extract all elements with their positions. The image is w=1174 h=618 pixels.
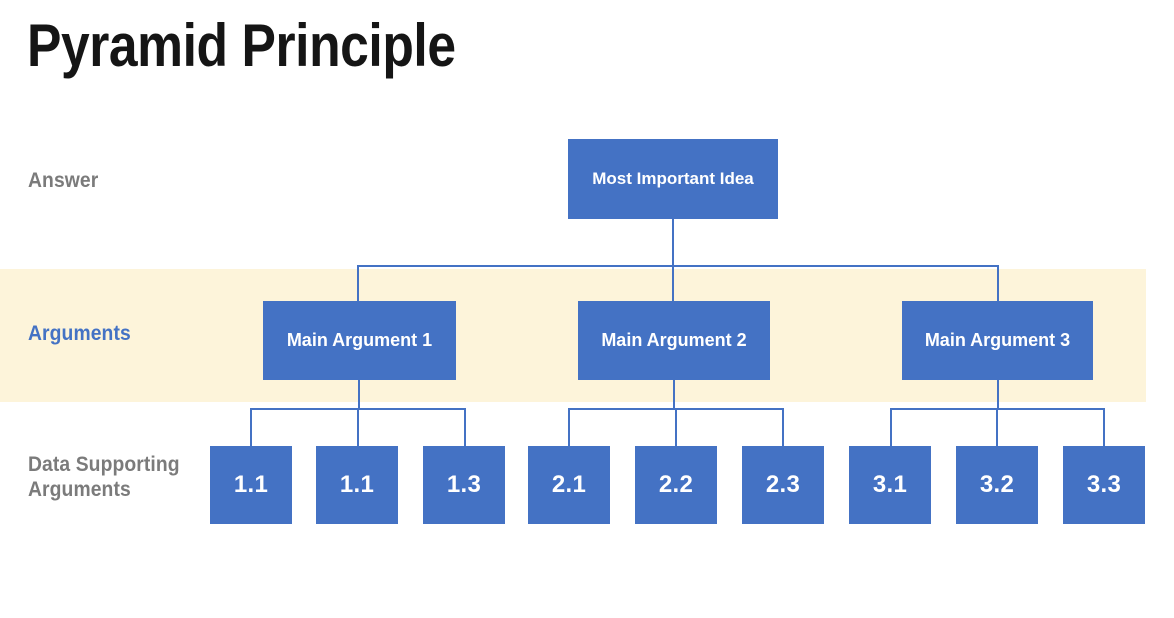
connector-drop-data-2 [357,408,359,446]
connector-drop-data-5 [675,408,677,446]
node-data-6[interactable]: 2.3 [742,446,824,524]
node-main-argument-2[interactable]: Main Argument 2 [578,301,770,380]
node-data-4[interactable]: 2.1 [528,446,610,524]
node-data-8[interactable]: 3.2 [956,446,1038,524]
row-label-arguments: Arguments [28,322,131,345]
node-data-7[interactable]: 3.1 [849,446,931,524]
node-main-argument-1[interactable]: Main Argument 1 [263,301,456,380]
connector-drop-data-9 [1103,408,1105,446]
connector-drop-data-1 [250,408,252,446]
node-main-argument-3[interactable]: Main Argument 3 [902,301,1093,380]
connector-drop-data-8 [996,408,998,446]
node-data-5[interactable]: 2.2 [635,446,717,524]
row-label-data-supporting-arguments: Data Supporting Arguments [28,453,180,501]
node-most-important-idea[interactable]: Most Important Idea [568,139,778,219]
connector-stem-argument-1 [358,380,360,408]
connector-stem-argument-2 [673,380,675,408]
node-data-1[interactable]: 1.1 [210,446,292,524]
connector-drop-data-4 [568,408,570,446]
row-label-answer: Answer [28,169,99,192]
connector-stem-argument-3 [997,380,999,408]
node-data-2[interactable]: 1.1 [316,446,398,524]
connector-drop-data-7 [890,408,892,446]
connector-drop-data-6 [782,408,784,446]
connector-drop-argument-1 [357,265,359,301]
connector-drop-argument-3 [997,265,999,301]
connector-drop-argument-2 [672,265,674,301]
page-title: Pyramid Principle [27,12,456,79]
node-data-3[interactable]: 1.3 [423,446,505,524]
connector-root-stem [672,219,674,265]
connector-drop-data-3 [464,408,466,446]
node-data-9[interactable]: 3.3 [1063,446,1145,524]
connector-arguments-bus [357,265,999,267]
